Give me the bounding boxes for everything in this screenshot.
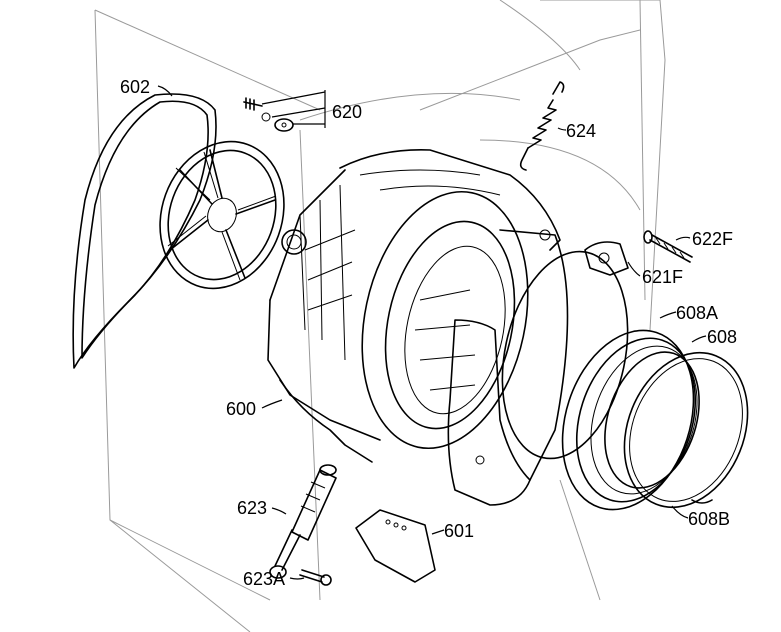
outer-clamp-608B [623, 351, 749, 509]
label-623A: 623A [243, 569, 285, 589]
bolt-washer-set-620 [243, 90, 326, 132]
counterweight-601 [355, 509, 436, 583]
label-620: 620 [332, 102, 362, 122]
suspension-spring-624 [519, 81, 565, 171]
label-622F: 622F [692, 229, 733, 249]
outer-tub-600 [267, 149, 569, 506]
shock-absorber-623 [269, 464, 337, 579]
callout-leaders [157, 85, 707, 580]
door-seal-gasket-608 [561, 329, 700, 511]
label-621F: 621F [642, 267, 683, 287]
label-602: 602 [120, 77, 150, 97]
label-608: 608 [707, 327, 737, 347]
screw-622F [643, 230, 693, 263]
label-623: 623 [237, 498, 267, 518]
bracket-621F [584, 241, 629, 276]
cabinet-outline [94, 0, 666, 632]
door-seal-clamp-608A [501, 250, 629, 460]
label-608B: 608B [688, 509, 730, 529]
label-624: 624 [566, 121, 596, 141]
label-600: 600 [226, 399, 256, 419]
pin-623A [299, 569, 332, 586]
label-601: 601 [444, 521, 474, 541]
label-608A: 608A [676, 303, 718, 323]
drum-pulley [159, 140, 285, 290]
drive-belt-602 [72, 93, 217, 369]
